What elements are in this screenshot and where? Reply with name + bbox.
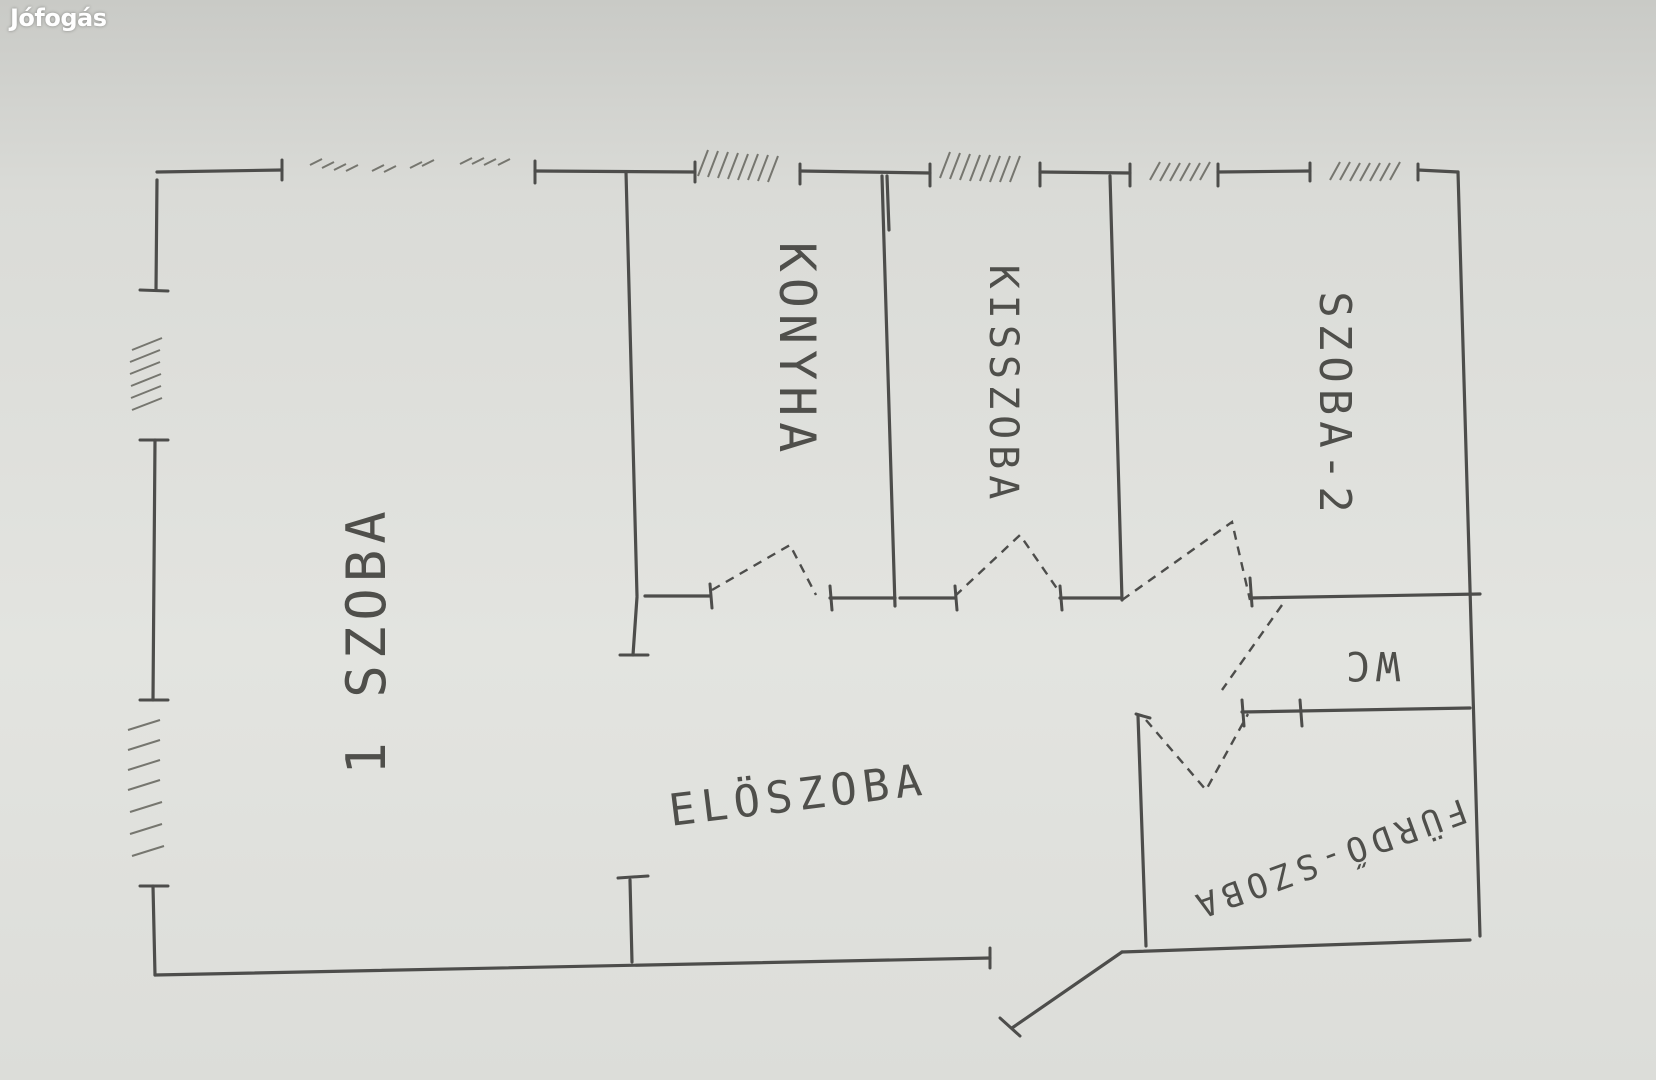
interior-walls [624, 170, 1482, 1030]
room-label-furdoszoba: FÜRDŐ-SZOBA [1185, 790, 1473, 928]
room-label-kisszoba: KISSZOBA [980, 265, 1026, 506]
room-label-konyha: KONYHA [768, 242, 826, 459]
wall-ticks [138, 158, 1420, 1038]
room-label-eloszoba: ELÖSZOBA [666, 753, 930, 836]
door-swings [711, 519, 1283, 793]
window-hatching [127, 149, 1401, 857]
room-label-wc: WC [1340, 642, 1400, 688]
room-label-szoba-1: 1 SZOBA [335, 505, 398, 775]
room-label-szoba-2: SZOBA-2 [1309, 291, 1360, 518]
outer-walls [151, 168, 1482, 977]
watermark-logo: Jófogás [10, 4, 107, 32]
